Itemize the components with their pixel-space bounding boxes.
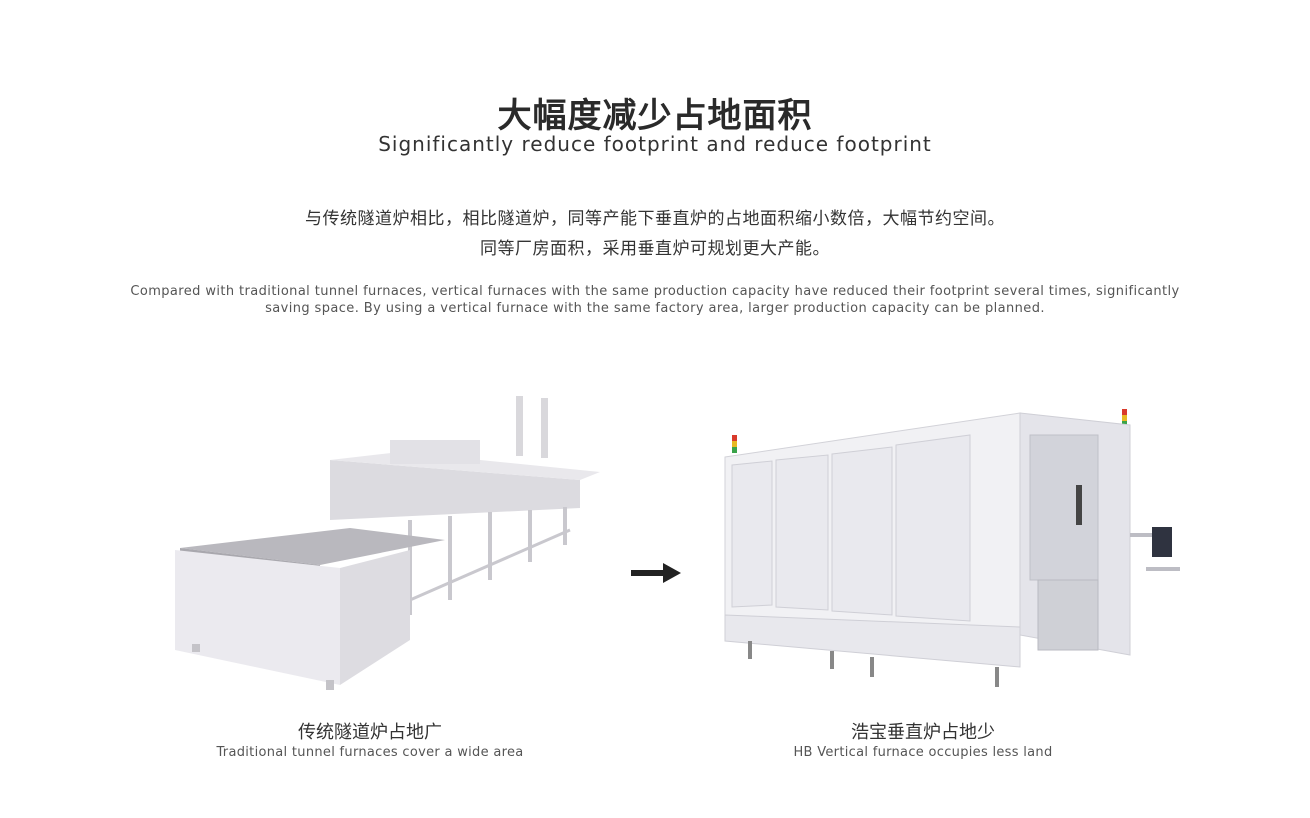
left-caption-en: Traditional tunnel furnaces cover a wide… <box>216 745 524 760</box>
description-cn-line1: 与传统隧道炉相比，相比隧道炉，同等产能下垂直炉的占地面积缩小数倍，大幅节约空间。 <box>305 209 1005 229</box>
tunnel-furnace-image <box>175 396 600 690</box>
description-en-line2: saving space. By using a vertical furnac… <box>265 301 1045 316</box>
right-caption-en: HB Vertical furnace occupies less land <box>793 745 1053 760</box>
arrow-right-icon <box>631 563 681 583</box>
vertical-furnace-image <box>724 409 1180 687</box>
left-caption-cn: 传统隧道炉占地广 <box>298 722 442 743</box>
page-subtitle: Significantly reduce footprint and reduc… <box>378 132 932 156</box>
description-cn-line2: 同等厂房面积，采用垂直炉可规划更大产能。 <box>480 239 830 259</box>
right-caption-cn: 浩宝垂直炉占地少 <box>851 722 995 743</box>
page-title: 大幅度减少占地面积 <box>497 96 813 136</box>
description-en-line1: Compared with traditional tunnel furnace… <box>130 284 1180 299</box>
